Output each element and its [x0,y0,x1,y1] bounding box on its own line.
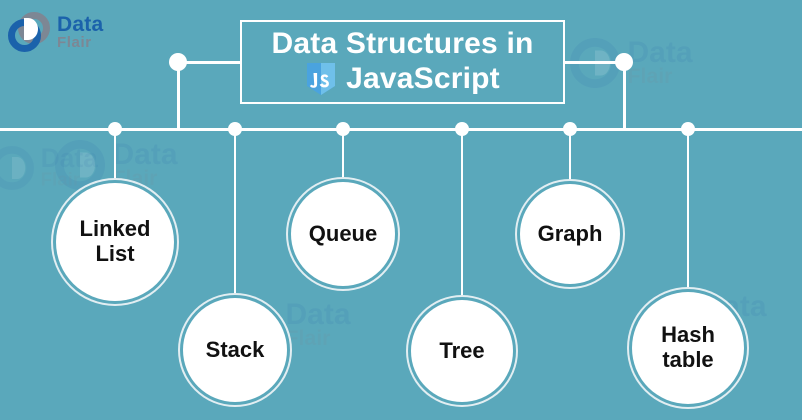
right-branch-vertical [623,61,626,129]
bus-dot-tree [455,122,469,136]
node-stem-stack [234,128,236,300]
right-branch-dot [615,53,633,71]
watermark-text-top: Data [285,297,351,332]
node-label-line2: table [662,347,714,372]
javascript-logo-icon [305,62,337,96]
main-bus-line [0,128,802,131]
node-label: Stack [205,336,265,362]
title-card: Data Structures in JavaScript [240,20,565,104]
node-stack[interactable]: Stack [183,298,287,402]
node-tree[interactable]: Tree [411,300,513,402]
left-branch-horizontal [178,61,242,64]
node-label: Queue [308,220,378,246]
node-stem-hash-table [687,128,689,294]
bus-dot-linked-list [108,122,122,136]
node-label: Tree [439,337,485,363]
watermark-text-bottom: Flair [40,169,81,191]
title-line-1: Data Structures in [271,27,534,61]
node-stem-linked-list [114,128,116,184]
watermark-logo-icon [0,146,34,190]
watermark-text-top: Data [112,137,178,172]
right-branch-horizontal [563,61,625,64]
bus-dot-hash-table [681,122,695,136]
title-line-2: JavaScript [346,61,500,95]
node-linked-list[interactable]: Linked List [56,183,174,301]
node-graph[interactable]: Graph [520,184,620,284]
left-branch-dot [169,53,187,71]
node-stem-graph [569,128,571,186]
dataflair-brand-logo: Data Flair [8,10,103,54]
brand-name-top: Data [57,13,104,36]
brand-name-bottom: Flair [57,34,92,51]
node-label-line2: List [95,241,135,266]
left-branch-vertical [177,61,180,129]
node-label-line1: Hash [661,322,715,348]
watermark-text-top: Data [40,144,98,174]
node-label: Linked List [80,217,151,266]
node-queue[interactable]: Queue [291,182,395,286]
node-label-line1: Linked [79,216,151,242]
node-label: Graph [537,220,603,246]
watermark-text-bottom: Flair [627,64,673,89]
watermark-text-top: Data [627,35,693,70]
bus-dot-queue [336,122,350,136]
watermark-logo-icon [55,140,105,190]
node-label: Hash table [661,323,715,372]
watermark: Data Flair [0,146,98,190]
dataflair-logo-icon [8,10,52,54]
node-stem-tree [461,128,463,302]
watermark-text-bottom: Flair [285,326,331,351]
bus-dot-graph [563,122,577,136]
node-stem-queue [342,128,344,184]
bus-dot-stack [228,122,242,136]
node-hash-table[interactable]: Hash table [632,292,744,404]
